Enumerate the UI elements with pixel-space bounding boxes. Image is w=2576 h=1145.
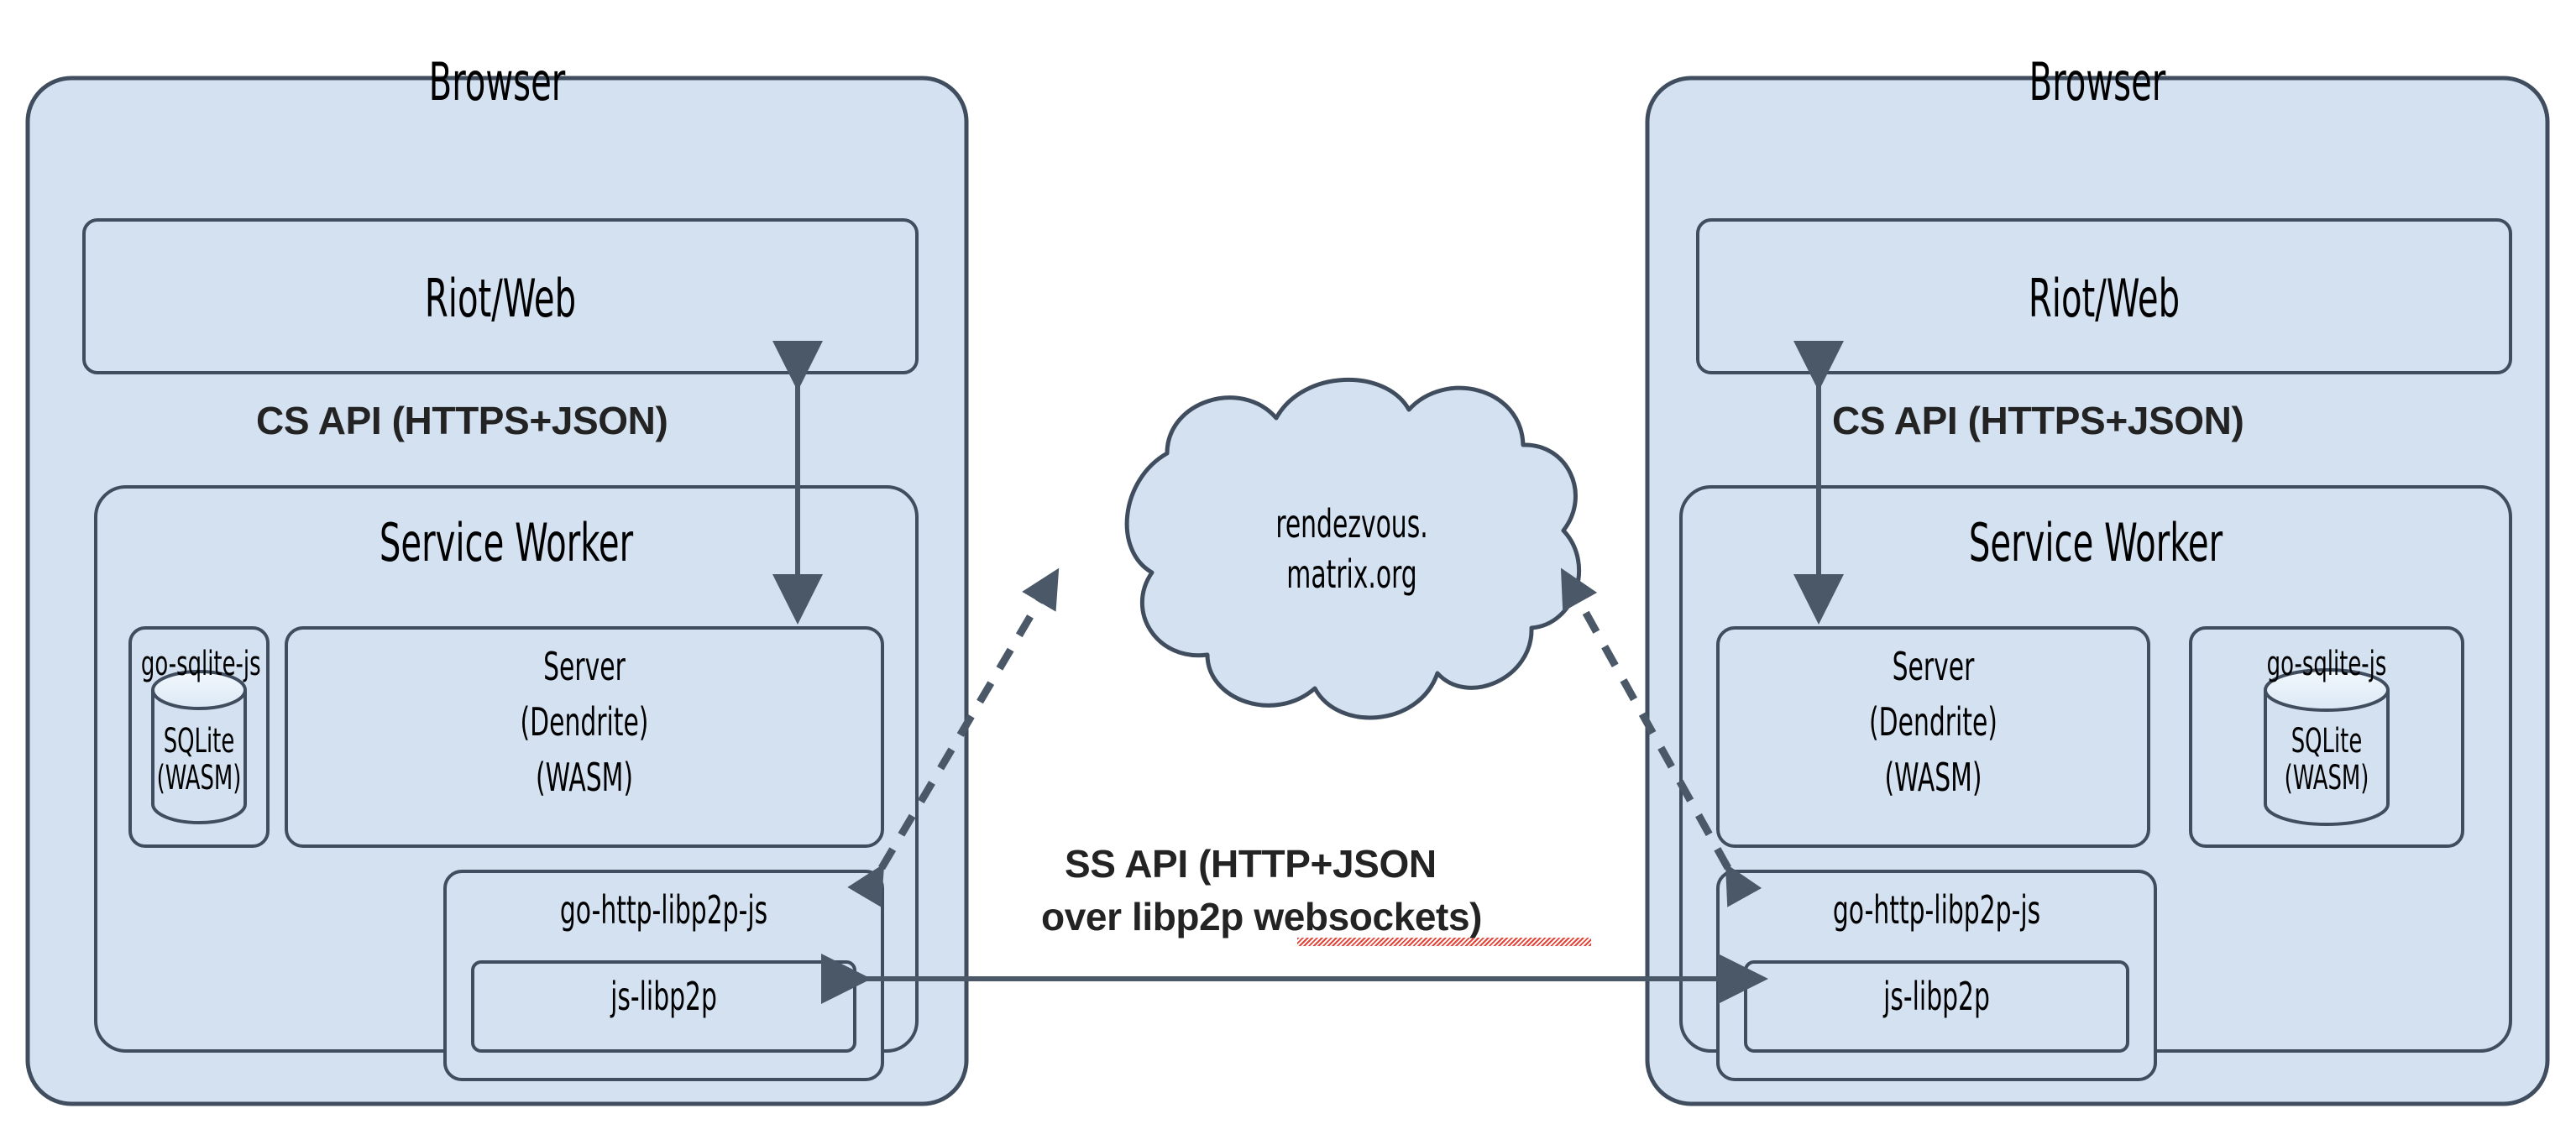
right-riotweb-box — [1696, 218, 2512, 374]
spellcheck-squiggle-underline — [1297, 938, 1591, 946]
left-rendezvous-dashed-arrow — [847, 567, 1060, 907]
left-sqlite-cylinder — [151, 670, 247, 824]
right-sqlite-cylinder — [2264, 668, 2390, 826]
right-server-dendrite-box — [1716, 626, 2150, 848]
left-riotweb-box — [82, 218, 919, 374]
left-js-libp2p-box — [471, 960, 856, 1053]
right-rendezvous-dashed-arrow — [1560, 567, 1762, 907]
rendezvous-cloud-shape — [1124, 377, 1582, 720]
right-js-libp2p-box — [1744, 960, 2129, 1053]
left-server-dendrite-box — [285, 626, 884, 848]
